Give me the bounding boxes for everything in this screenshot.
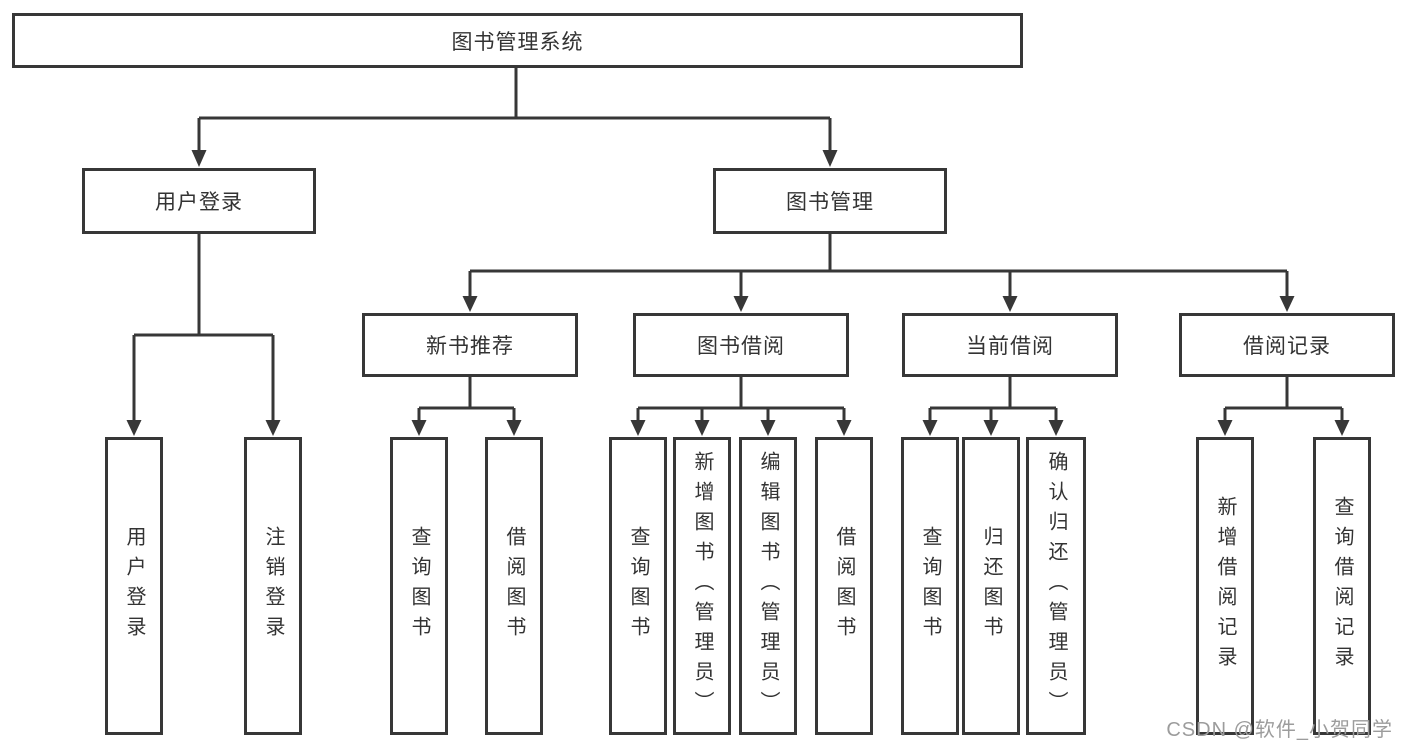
node-label: 用户登录 [155,191,243,214]
arrowheads [126,150,1350,436]
node-label: 查询借阅记录 [1331,496,1353,676]
node-label: 注销登录 [262,526,284,646]
node-new-book-recommend: 新书推荐 [362,313,578,377]
node-label: 新书推荐 [426,335,514,358]
leaf-return-books: 归还图书 [962,437,1020,735]
leaf-edit-books-admin: 编辑图书（管理员） [739,437,797,735]
node-label: 图书借阅 [697,335,785,358]
node-label: 图书管理系统 [451,30,584,54]
node-book-management-group: 图书管理 [713,168,947,234]
node-current-borrowing: 当前借阅 [902,313,1118,377]
csdn-watermark: CSDN @软件_小贺同学 [1166,719,1393,741]
leaf-user-login: 用户登录 [105,437,163,735]
node-book-management-system: 图书管理系统 [12,13,1023,68]
node-label: 编辑图书（管理员） [757,451,779,721]
leaf-confirm-return-admin: 确认归还（管理员） [1026,437,1086,735]
leaf-add-books-admin: 新增图书（管理员） [673,437,731,735]
leaf-add-borrow-record: 新增借阅记录 [1196,437,1254,735]
node-label: 查询图书 [919,526,941,646]
node-label: 图书管理 [786,191,874,214]
node-label: 借阅图书 [833,526,855,646]
node-label: 确认归还（管理员） [1045,451,1067,721]
node-label: 用户登录 [123,526,145,646]
node-label: 借阅记录 [1243,335,1331,358]
leaf-borrow-books: 借阅图书 [815,437,873,735]
leaf-logout: 注销登录 [244,437,302,735]
leaf-borrow-books-recommend: 借阅图书 [485,437,543,735]
node-label: 查询图书 [627,526,649,646]
leaf-query-books-recommend: 查询图书 [390,437,448,735]
node-label: 查询图书 [408,526,430,646]
node-label: 归还图书 [980,526,1002,646]
leaf-query-books-current: 查询图书 [901,437,959,735]
node-borrowing-records: 借阅记录 [1179,313,1395,377]
leaf-query-borrow-record: 查询借阅记录 [1313,437,1371,735]
node-label: 新增借阅记录 [1214,496,1236,676]
node-label: 新增图书（管理员） [691,451,713,721]
node-user-login-group: 用户登录 [82,168,316,234]
node-label: 当前借阅 [966,335,1054,358]
node-book-borrowing: 图书借阅 [633,313,849,377]
connector-strokes [132,68,1344,424]
node-label: 借阅图书 [503,526,525,646]
leaf-query-books-borrowing: 查询图书 [609,437,667,735]
